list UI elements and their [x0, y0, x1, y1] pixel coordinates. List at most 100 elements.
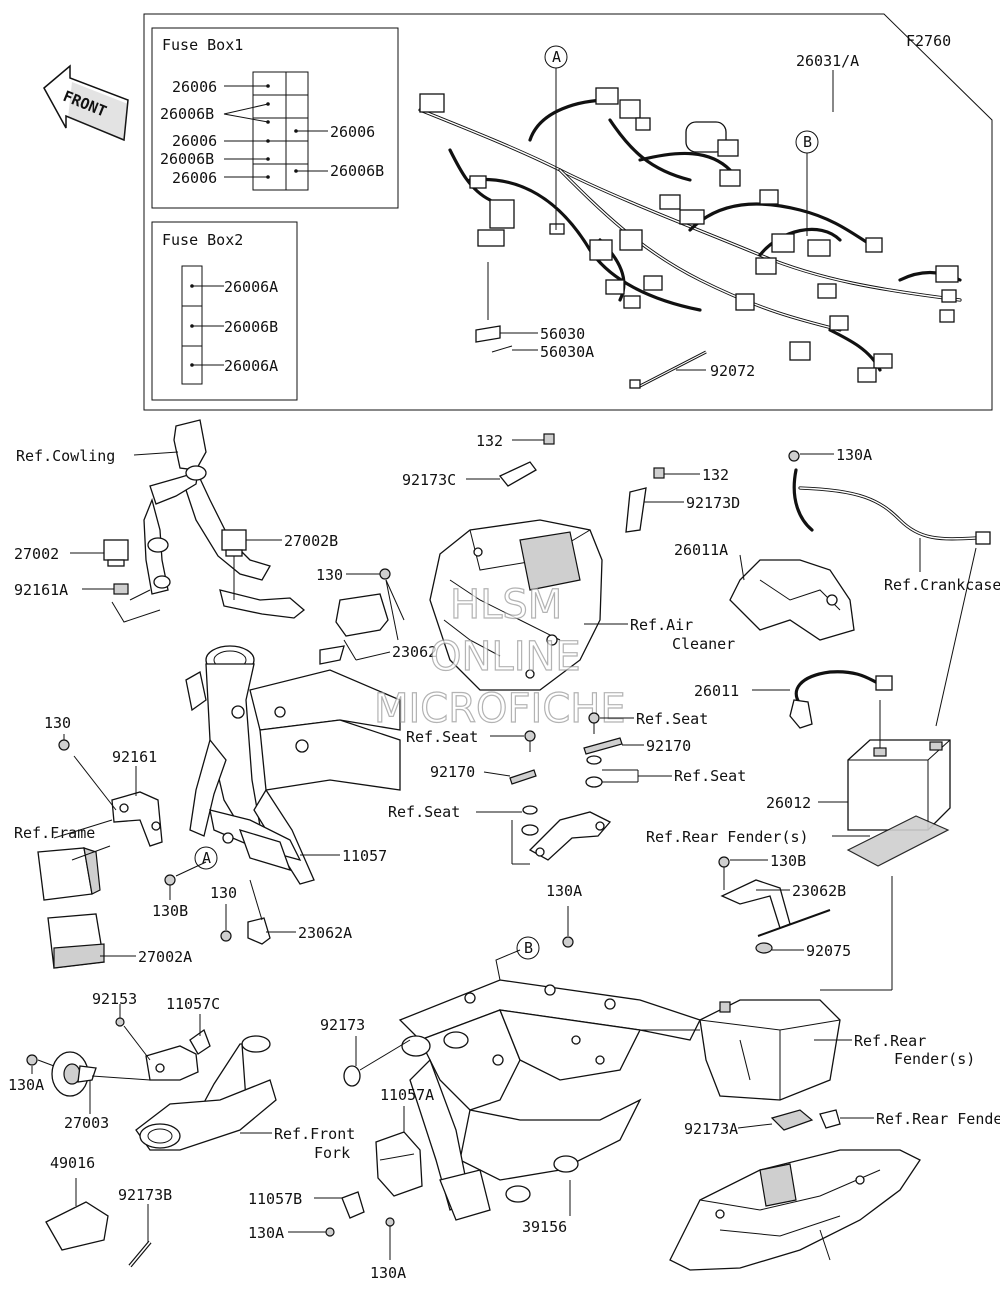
ref-seat-4: Ref.Seat	[388, 803, 460, 821]
callout-130-mid: 130	[210, 884, 237, 902]
callout-92173: 92173	[320, 1016, 365, 1034]
strap-23062B	[720, 879, 791, 929]
callout-92170-left: 92170	[430, 763, 475, 781]
bolt-132-a	[512, 433, 555, 445]
ref-air-2: Cleaner	[672, 635, 735, 653]
front-arrow: FRONT	[43, 64, 129, 142]
seat-washers	[476, 755, 672, 865]
bracket-23062A	[220, 879, 296, 945]
battery-26012	[818, 547, 977, 831]
callout-130B-b: 130B	[770, 852, 806, 870]
cable-26011A	[792, 468, 991, 572]
harness-box	[143, 13, 993, 411]
ref-front-fork: Ref.Front	[274, 1125, 355, 1143]
bolt-130A-top	[788, 450, 834, 462]
ref-front-fork-2: Fork	[314, 1144, 350, 1162]
pad-39156	[737, 1109, 814, 1131]
fuse-box1-label-2: 26006B	[160, 105, 214, 123]
bracket-11057C	[115, 1004, 211, 1081]
fuse-box1-label-5: 26006	[172, 169, 217, 187]
callout-27003: 27003	[64, 1114, 109, 1132]
air-cleaner	[429, 519, 603, 691]
fuse-box1-leaders	[223, 84, 328, 179]
callout-92153: 92153	[92, 990, 137, 1008]
ref-rear-fender-2: Ref.Rear	[854, 1032, 926, 1050]
frame-marker-b-text: B	[524, 939, 533, 957]
clamp-92173C	[466, 461, 537, 487]
callout-23062A: 23062A	[298, 924, 352, 942]
callout-26011: 26011	[694, 682, 739, 700]
callout-11057B: 11057B	[248, 1190, 302, 1208]
fuse-box2-title: Fuse Box2	[162, 231, 243, 249]
fuse-box1-label-6: 26006	[330, 123, 375, 141]
watermark-line-2: ONLINE	[430, 634, 581, 680]
ref-seat-2: Ref.Seat	[406, 728, 478, 746]
ref-rear-fender-2b: Fender(s)	[894, 1050, 975, 1068]
callout-92170-right: 92170	[646, 737, 691, 755]
callout-27002A: 27002A	[138, 948, 192, 966]
cable-26011	[752, 670, 893, 729]
harness-part: 26031/A	[796, 52, 859, 70]
harness-part-92072: 92072	[710, 362, 755, 380]
callout-11057A: 11057A	[380, 1086, 434, 1104]
watermark-line-3: MICROFICHE	[374, 686, 626, 732]
cowling-stay	[111, 419, 306, 623]
harness-part-56030A: 56030A	[540, 343, 594, 361]
ref-seat-1: Ref.Seat	[636, 710, 708, 728]
fuse-box1-title: Fuse Box1	[162, 36, 243, 54]
callout-26012: 26012	[766, 794, 811, 812]
fuse-box1-label-7: 26006B	[330, 162, 384, 180]
callout-49016: 49016	[50, 1154, 95, 1172]
ecu-92161	[37, 819, 113, 901]
bracket-23062	[319, 568, 405, 665]
harness-marker-a-text: A	[552, 48, 561, 66]
bracket-11057	[58, 734, 163, 847]
rubber-92170-right	[583, 737, 644, 755]
cover-49016	[45, 1178, 109, 1251]
ref-frame-2: 39156	[522, 1218, 567, 1236]
callout-92173C: 92173C	[402, 471, 456, 489]
watermark-line-1: HLSM	[450, 582, 562, 628]
callout-26011A: Ref.Crankcase	[884, 576, 1000, 594]
bracket-11057B	[288, 1191, 395, 1260]
fuse-box2-label-1: 26006A	[224, 278, 278, 296]
ref-frame-1: 11057	[342, 847, 387, 865]
fuse-box1-label-4: 26006B	[160, 150, 214, 168]
ref-seat-3: Ref.Seat	[674, 767, 746, 785]
clamp-92173	[343, 1036, 411, 1087]
callout-130-top: 130	[316, 566, 343, 584]
clip-92173A	[819, 1109, 874, 1129]
fuse-box1-frame	[151, 27, 399, 209]
callout-27002: 27002	[14, 545, 59, 563]
band-92173B	[128, 1204, 152, 1268]
front-fork	[135, 1035, 277, 1151]
fuse-box1-label-3: 26006	[172, 132, 217, 150]
part-56030	[475, 262, 538, 343]
main-harness	[418, 87, 962, 383]
callout-23062B: 23062B	[792, 882, 846, 900]
callout-92173D: 92173D	[686, 494, 740, 512]
ecu-27002A	[47, 913, 136, 969]
fuse-box2-fuses	[181, 265, 224, 385]
callout-130A-b1: 130A	[248, 1224, 284, 1242]
bolt-130A-mid	[562, 906, 574, 948]
seat-bolt-right	[588, 712, 634, 734]
figure-code: F2760	[906, 32, 951, 50]
bracket-11057A	[375, 1106, 423, 1197]
ref-crankcase: 26011A	[674, 541, 728, 559]
watermark: HLSM ONLINE MICROFICHE	[373, 581, 626, 732]
callout-130A-left: 130A	[8, 1076, 44, 1094]
callout-132-b: 132	[702, 466, 729, 484]
battery-case	[699, 999, 852, 1101]
rear-fender	[669, 1149, 921, 1271]
callout-27002B: 27002B	[284, 532, 338, 550]
relay-27002B	[221, 529, 282, 600]
bolt-130B-b	[718, 856, 768, 890]
fuse-box2-frame	[151, 221, 298, 401]
fuse-box2-label-3: 26006A	[224, 357, 278, 375]
callout-23062: 23062	[392, 643, 437, 661]
callout-130B: 130B	[152, 902, 188, 920]
main-frame-front	[185, 645, 401, 885]
horn-27003	[26, 1051, 151, 1114]
